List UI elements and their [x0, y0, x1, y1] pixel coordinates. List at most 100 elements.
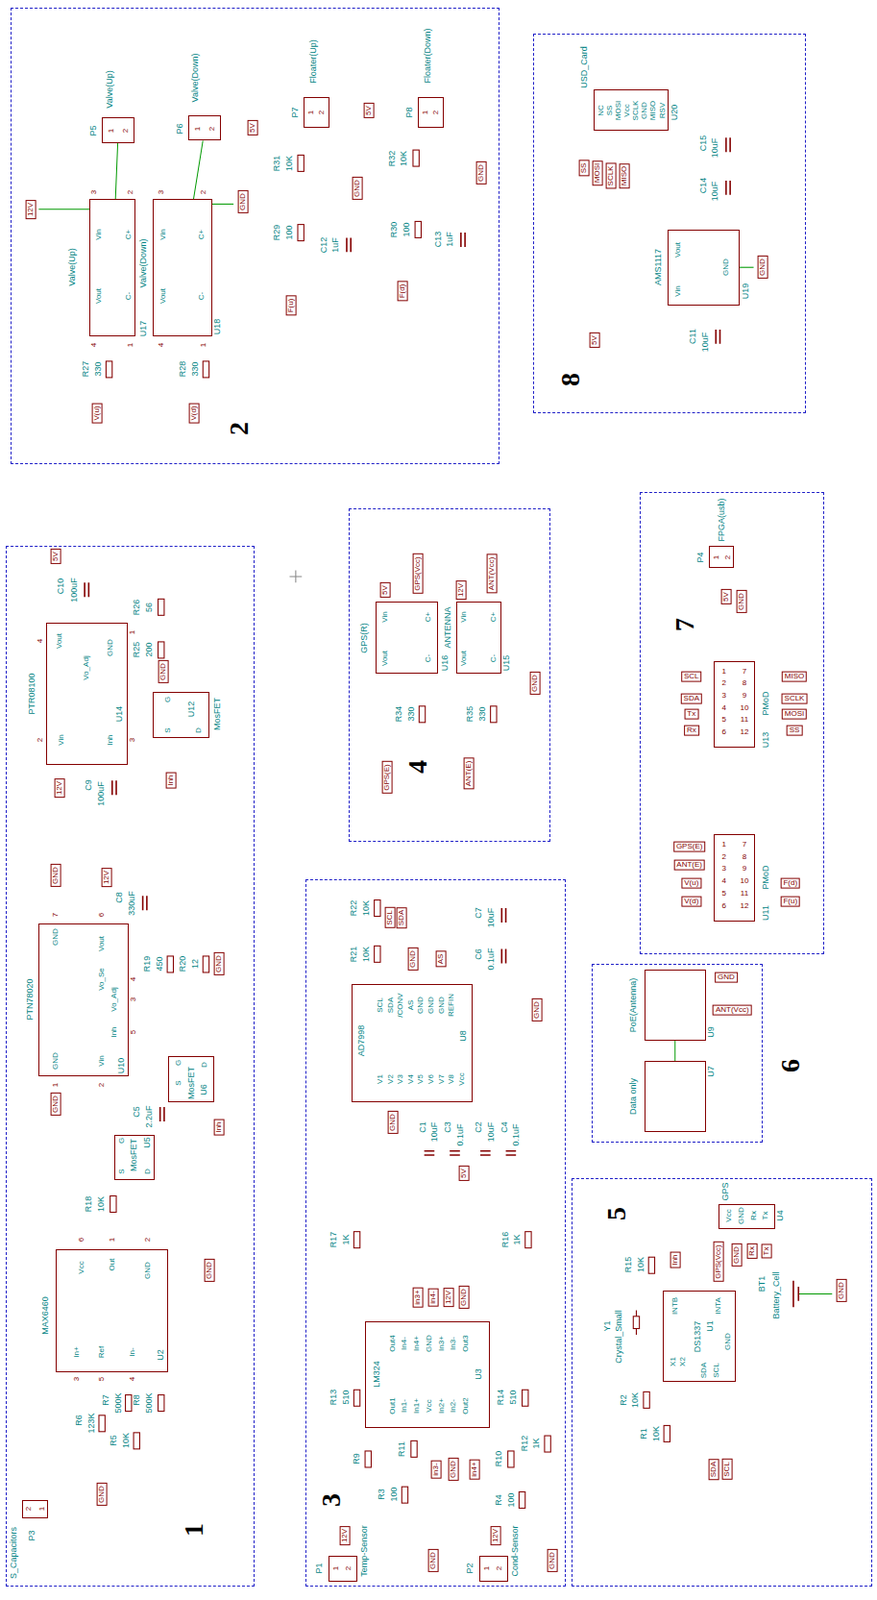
net-label: 12V	[24, 199, 36, 220]
pin-name: Vcc	[458, 1072, 467, 1086]
capacitor-symbol	[112, 779, 117, 795]
pin-name: G	[173, 1059, 183, 1066]
component-value: R25	[132, 641, 143, 658]
pin-name: Vin	[97, 1054, 107, 1066]
pin-name: SCL	[376, 997, 386, 1013]
pin-number: 4	[722, 877, 727, 886]
net-label: GND	[237, 190, 248, 214]
pin-name: D	[194, 727, 204, 733]
pin-number: 5	[97, 1376, 107, 1381]
part-label: U17	[139, 320, 149, 338]
component-box: AD7998U8SCLSDA/CONVASGNDGNDGNDREFINV1V2V…	[351, 983, 472, 1101]
resistor-symbol	[297, 224, 304, 242]
component-value: R4	[494, 1493, 505, 1506]
section-number: 4	[403, 759, 434, 774]
section-number: 8	[556, 372, 586, 387]
component-value: R8	[132, 1393, 143, 1406]
pin-name: Tx	[761, 1211, 771, 1220]
pin-number: 4	[89, 342, 98, 347]
pin-name: V1	[376, 1073, 386, 1084]
pin-number: 2	[36, 736, 46, 741]
pin-name: Out4	[388, 1334, 397, 1351]
component-box: MosFETU12GSD	[152, 691, 209, 738]
pin-name: D	[200, 1061, 210, 1068]
pin-name: In4-	[400, 1336, 410, 1350]
part-label: Valve(Down)	[191, 52, 201, 102]
pin-name: SCL	[712, 1362, 722, 1378]
net-label: AS	[435, 950, 446, 968]
pin-name: Vout	[54, 633, 64, 649]
crystal-symbol	[635, 1309, 637, 1334]
pin-name: Vin	[56, 733, 66, 745]
part-label: U8	[459, 1029, 469, 1042]
net-label: 5V	[720, 588, 731, 605]
pin-number: 1	[37, 1506, 47, 1511]
component-value: 2.2uF	[145, 1105, 155, 1128]
component-value: R19	[143, 955, 153, 973]
net-label: SDA	[396, 906, 408, 928]
component-box: P5Valve(Up)12	[101, 117, 135, 144]
component-value: 330	[478, 706, 488, 722]
pin-number: 1	[712, 554, 722, 559]
pin-number: 4	[129, 976, 139, 981]
pin-name: In4+	[413, 1335, 422, 1351]
capacitor-symbol	[506, 1150, 517, 1155]
pin-number: 2	[432, 110, 441, 115]
part-label: MosFET	[213, 697, 223, 731]
net-label: F(u)	[779, 896, 801, 907]
net-label: GND	[730, 1242, 742, 1267]
capacitor-symbol	[346, 237, 351, 252]
component-value: 330	[94, 362, 104, 377]
capacitor-symbol	[143, 895, 147, 910]
pin-number: 4	[156, 342, 166, 347]
pin-name: GND	[425, 1334, 435, 1352]
component-value: C7	[474, 906, 485, 919]
part-label: U11	[761, 904, 772, 921]
pin-number: 1	[332, 1564, 342, 1569]
component-value: C13	[434, 231, 444, 248]
component-box: P8Floater(Down)12	[417, 97, 444, 128]
pin-name: D	[143, 1168, 152, 1174]
pin-name: INTB	[670, 1296, 680, 1315]
component-box: PMoDU13123456789101112	[713, 660, 755, 748]
pin-number: 6	[722, 728, 727, 737]
net-label: GND	[459, 1285, 470, 1309]
crystal-symbol	[633, 1315, 639, 1329]
part-label: DS1337	[693, 1319, 704, 1352]
pin-number: 5	[722, 889, 727, 899]
pin-number: 9	[742, 691, 747, 701]
component-value: C10	[56, 578, 67, 595]
component-value: R27	[81, 361, 92, 378]
pin-name: In2+	[437, 1397, 446, 1413]
pin-name: In3-	[449, 1336, 459, 1350]
pin-name: GND	[721, 258, 731, 276]
component-box: MosFETU6GSD	[168, 1055, 215, 1102]
section-box: 5GPSU4VccGNDRxTxDS1337U1INTBINTAX1X2GNDS…	[571, 1177, 873, 1586]
component-value: R20	[178, 955, 189, 973]
part-label: Valve(Down)	[139, 238, 149, 288]
section-box: 3AD7998U8SCLSDA/CONVASGNDGNDGNDREFINV1V2…	[305, 878, 566, 1586]
resistor-symbol	[374, 945, 381, 962]
component-value: R35	[466, 706, 477, 723]
part-label: U13	[761, 730, 772, 748]
pin-name: GND	[51, 1051, 61, 1070]
pin-number: 1	[483, 1564, 492, 1569]
net-label: ANT(Vcc)	[486, 553, 497, 593]
pin-name: GND	[427, 996, 437, 1014]
part-label: U4	[776, 1210, 786, 1222]
net-label: SDA	[708, 1458, 720, 1480]
pin-name: Vout	[95, 288, 104, 304]
component-box: Data onlyU7	[644, 1060, 707, 1132]
net-label: GND	[203, 1258, 215, 1282]
net-label: GND	[532, 998, 543, 1022]
net-label: 5V	[380, 582, 391, 598]
net-label: V(d)	[188, 402, 199, 423]
net-label: in4-	[428, 1288, 439, 1307]
resistor-symbol	[643, 1390, 650, 1408]
component-value: R1	[639, 1427, 650, 1439]
pin-name: GND	[640, 101, 650, 120]
net-label: V(u)	[91, 402, 102, 423]
net-label: ANT(E)	[463, 756, 475, 789]
pin-number: 3	[89, 189, 98, 194]
